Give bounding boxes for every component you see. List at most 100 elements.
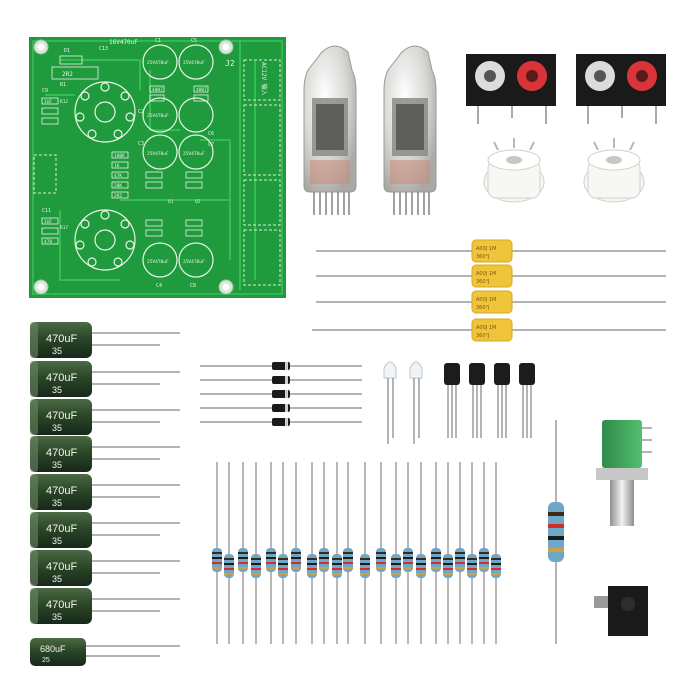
led-1	[383, 361, 397, 444]
electrolytic-cap-7: 470uF 35	[30, 550, 180, 586]
pcb-label-1uf-bottom: 1UF	[44, 219, 52, 225]
resistor	[266, 462, 276, 644]
resistor	[307, 462, 317, 644]
cap-3-value: 470uF	[46, 410, 77, 422]
power-resistor	[548, 420, 564, 644]
leds	[383, 361, 423, 444]
pcb-label-c6: C6	[208, 131, 214, 137]
electrolytic-cap-3: 470uF 35	[30, 399, 180, 435]
diode-3	[200, 390, 362, 398]
film-cap-1: A00J 1M 360°J	[316, 239, 666, 263]
diode-5	[200, 418, 362, 426]
cap-2-voltage: 35	[52, 385, 62, 395]
vacuum-tube-2	[383, 45, 437, 215]
film-cap-3-label: A00J 1M	[476, 297, 496, 303]
film-cap-2: A00J 1M 360°J	[316, 264, 666, 288]
pcb-label-r12: R12	[60, 99, 68, 105]
pcb-board: 16V470uF J2 2R2 R1 D1 C13 C1 C5 25V470uF…	[29, 37, 286, 298]
tube-socket-outline-top	[74, 81, 136, 143]
resistor	[403, 462, 413, 644]
resistor	[443, 462, 453, 644]
pcb-label-2k2: 2K2	[114, 193, 122, 199]
electrolytic-cap-8: 470uF 35	[30, 588, 180, 624]
resistor	[224, 462, 234, 644]
vacuum-tube-1	[303, 45, 357, 215]
cap-6-value: 470uF	[46, 523, 77, 535]
film-cap-1-label: A00J 1M	[476, 246, 496, 252]
electrolytic-cap-4: 470uF 35	[30, 436, 180, 472]
resistor-array	[212, 462, 501, 644]
film-cap-3-sub: 360°J	[476, 305, 490, 311]
pcb-label-cap-rating-3: 25V470uF	[147, 151, 169, 157]
film-cap-2-sub: 360°J	[476, 279, 490, 285]
cap-small-voltage: 25	[42, 657, 50, 664]
film-cap-3: A00J 1M 360°J	[316, 290, 666, 314]
resistor	[319, 462, 329, 644]
cap-8-voltage: 35	[52, 612, 62, 622]
film-cap-4-sub: 360°J	[476, 333, 490, 339]
resistor	[332, 462, 342, 644]
pcb-label-2r2: 2R2	[62, 71, 73, 78]
pcb-label-20k: 20K	[114, 183, 122, 189]
film-cap-4: A00J 1M 360°J	[312, 318, 666, 342]
resistor	[238, 462, 248, 644]
rca-jack-1	[466, 54, 556, 124]
cap-2-value: 470uF	[46, 372, 77, 384]
transistor-2	[469, 363, 485, 438]
cap-5-value: 470uF	[46, 485, 77, 497]
film-cap-2-label: A00J 1M	[476, 271, 496, 277]
mounting-holes	[33, 39, 234, 295]
tube-socket-2	[583, 138, 645, 203]
pcb-label-c11: C11	[42, 208, 51, 214]
resistor	[343, 462, 353, 644]
pcb-label-j2: J2	[225, 59, 235, 68]
pcb-label-cap-rating-8: 25V470uF	[183, 259, 205, 265]
pcb-label-c5: C5	[191, 38, 197, 44]
diode-2	[200, 376, 362, 384]
transistor-4	[519, 363, 535, 438]
pcb-label-c9: C9	[42, 88, 48, 94]
film-cap-4-label: A00J 1M	[476, 325, 496, 331]
resistor	[491, 462, 501, 644]
electrolytic-cap-6: 470uF 35	[30, 512, 180, 548]
pcb-label-cap-rating-2: 25V470uF	[147, 113, 169, 119]
electrolytic-cap-1: 470uF 35	[30, 322, 180, 358]
pcb-label-c8: C8	[190, 283, 196, 289]
resistor	[467, 462, 477, 644]
cap-3-voltage: 35	[52, 423, 62, 433]
transistors	[444, 363, 535, 438]
electrolytic-cap-small: 680uF 25	[30, 638, 180, 666]
potentiometer	[596, 420, 652, 526]
pcb-label-r17: R17	[60, 225, 68, 231]
resistor	[431, 462, 441, 644]
transistor-3	[494, 363, 510, 438]
diode-4	[200, 404, 362, 412]
pcb-label-ac12v: AC12V 输入	[260, 62, 268, 96]
pcb-label-c7: C7	[208, 142, 214, 148]
transistor-1	[444, 363, 460, 438]
pcb-label-c2: C2	[138, 109, 144, 115]
cap-small-value: 680uF	[40, 644, 66, 654]
cap-6-voltage: 35	[52, 536, 62, 546]
cap-4-voltage: 35	[52, 460, 62, 470]
film-cap-1-sub: 360°J	[476, 254, 490, 260]
pcb-label-c13: C13	[99, 46, 108, 52]
pcb-label-q1: Q1	[168, 199, 174, 205]
pcb-label-1k: 1K	[114, 163, 120, 169]
pcb-cap-outlines	[142, 44, 214, 278]
pcb-label-cap-rating-5: 25V470uF	[183, 60, 205, 66]
resistor	[212, 462, 222, 644]
pcb-label-cap-rating-1: 25V470uF	[147, 60, 169, 66]
cap-1-voltage: 35	[52, 346, 62, 356]
pcb-label-cap-rating-7: 25V470uF	[183, 151, 205, 157]
resistor	[455, 462, 465, 644]
diode-1	[200, 362, 362, 370]
cap-4-value: 470uF	[46, 447, 77, 459]
film-capacitors: A00J 1M 360°J A00J 1M 360°J A00J 1M 360°…	[312, 239, 666, 342]
resistor	[251, 462, 261, 644]
pcb-label-c4: C4	[156, 283, 162, 289]
pcb-label-4007-b: 4007	[196, 87, 207, 93]
cap-5-voltage: 35	[52, 498, 62, 508]
